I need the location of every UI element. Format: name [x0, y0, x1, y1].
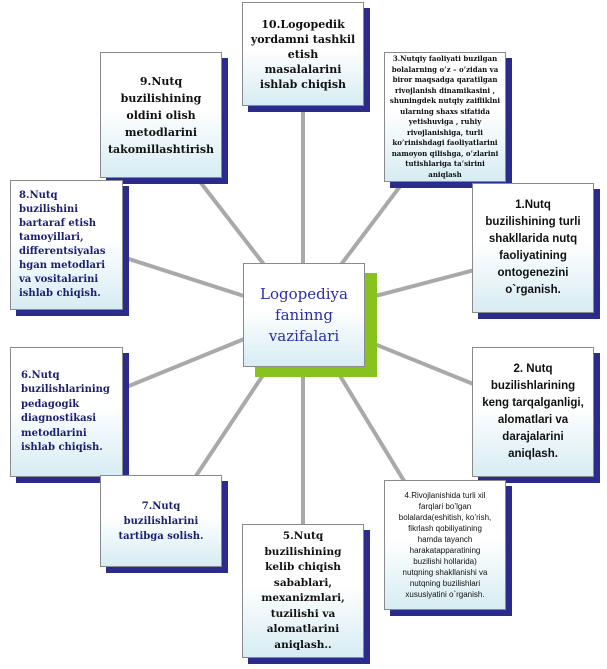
node-5-text: 5.Nutq buzilishining kelib chiqish sabab…	[261, 530, 345, 651]
node-7: 7.Nutq buzilishlarini tartibga solish.	[100, 475, 222, 567]
node-1: 1.Nutq buzilishining turli shakllarida n…	[472, 183, 594, 313]
node-6: 6.Nutq buzilishlarining pedagogik diagno…	[10, 347, 123, 477]
node-8: 8.Nutq buzilishini bartaraf etish tamoyi…	[10, 180, 123, 310]
node-9: 9.Nutq buzilishining oldini olish metodl…	[100, 52, 222, 178]
center-node: Logopediya faninng vazifalari	[243, 263, 365, 367]
node-4-text: 4.Rivojlanishida turli xil farqlari bo’l…	[398, 491, 492, 599]
node-9-text: 9.Nutq buzilishining oldini olish metodl…	[107, 74, 215, 156]
node-2: 2. Nutq buzilishlarining keng tarqalganl…	[472, 347, 594, 477]
node-7-text: 7.Nutq buzilishlarini tartibga solish.	[118, 500, 204, 542]
node-3-text: 3.Nutqiy faoliyati buzilgan bolalarning …	[389, 54, 501, 179]
node-2-text: 2. Nutq buzilishlarining keng tarqalganl…	[482, 363, 584, 460]
node-5: 5.Nutq buzilishining kelib chiqish sabab…	[242, 524, 364, 658]
center-node-label: Logopediya faninng vazifalari	[260, 284, 348, 345]
node-10: 10.Logopedik yordamni tashkil etish masa…	[242, 2, 364, 106]
node-1-text: 1.Nutq buzilishining turli shakllarida n…	[485, 199, 581, 296]
node-10-text: 10.Logopedik yordamni tashkil etish masa…	[250, 17, 356, 91]
node-8-text: 8.Nutq buzilishini bartaraf etish tamoyi…	[19, 190, 106, 299]
node-6-text: 6.Nutq buzilishlarining pedagogik diagno…	[21, 369, 110, 454]
node-4: 4.Rivojlanishida turli xil farqlari bo’l…	[384, 480, 506, 610]
node-3: 3.Nutqiy faoliyati buzilgan bolalarning …	[384, 52, 506, 182]
